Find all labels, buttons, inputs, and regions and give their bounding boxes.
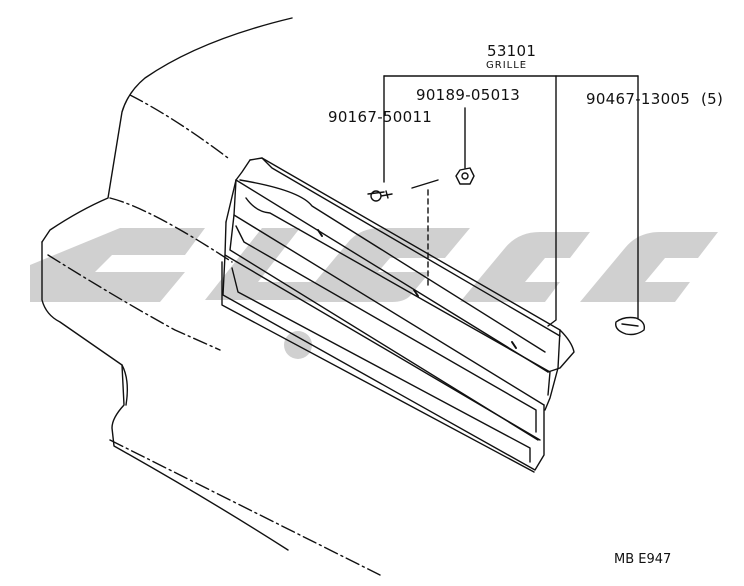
clip-part (615, 316, 646, 336)
clip-quantity: (5) (701, 90, 724, 108)
nut-part (455, 167, 475, 185)
leader-lines (367, 75, 639, 327)
screw-part-number: 90167-50011 (328, 108, 433, 126)
grille-part-number: 53101 (487, 42, 537, 60)
clip-part-number: 90467-13005 (586, 90, 691, 108)
grille-part-name: GRILLE (486, 60, 528, 71)
diagram-code: MB E947 (614, 552, 672, 567)
screw-part (370, 190, 393, 202)
car-body-outline (41, 17, 381, 576)
nut-part-number: 90189-05013 (416, 86, 521, 104)
grille-part (221, 157, 575, 473)
